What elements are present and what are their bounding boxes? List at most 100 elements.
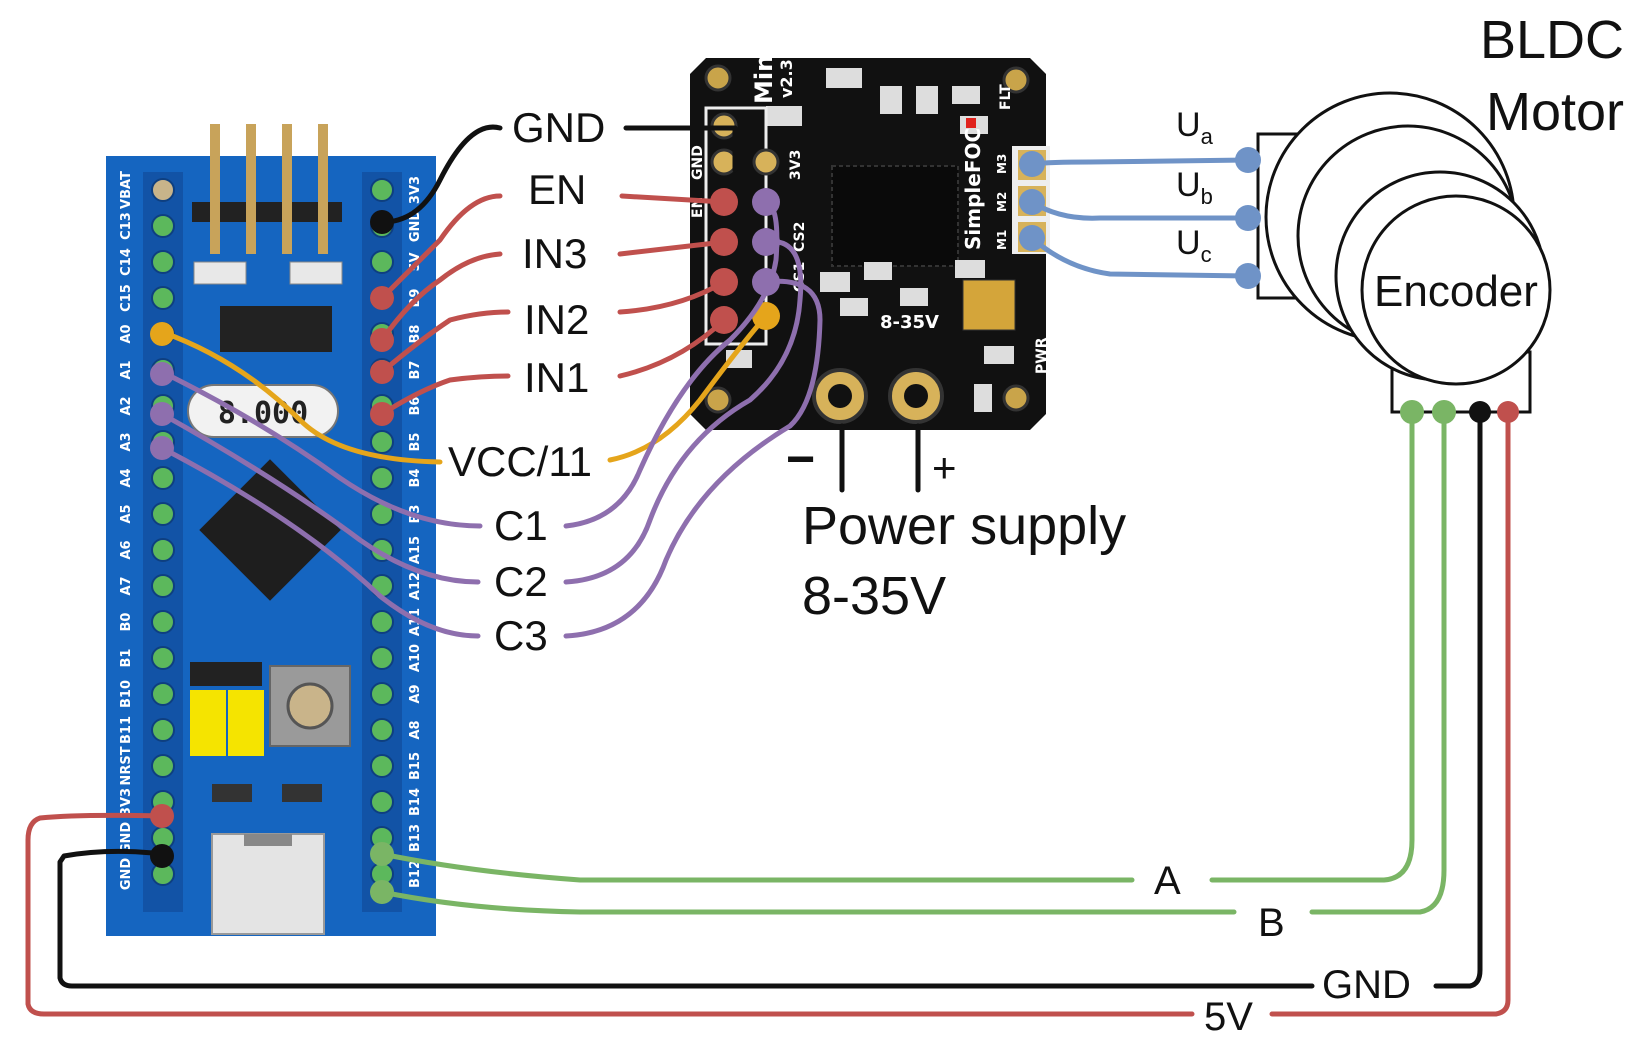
pin-label-a9: A9: [408, 684, 423, 703]
led: [193, 261, 247, 285]
pin-label-a4: A4: [119, 468, 134, 487]
pin-label-a12: A12: [408, 572, 423, 600]
label-gnd-bottom: GND: [1322, 963, 1411, 1007]
wires: [25, 124, 1519, 1017]
m1-silk: M1: [995, 230, 1009, 250]
pin-label-a5: A5: [119, 504, 134, 523]
pin-a5[interactable]: [151, 502, 175, 526]
gnd-silk: GND: [690, 145, 706, 180]
pin-label-c14: C14: [119, 248, 134, 276]
pin-b11[interactable]: [151, 718, 175, 742]
pin-label-b14: B14: [408, 788, 423, 816]
pin-a8[interactable]: [370, 718, 394, 742]
label-gnd-top: GND: [512, 104, 605, 151]
pin-label-b7: B7: [408, 361, 423, 380]
pin-label-c13: C13: [119, 212, 134, 240]
pin-label-b11: B11: [119, 716, 134, 744]
label-c3: C3: [494, 612, 548, 659]
motor-title-line2: Motor: [1486, 82, 1624, 142]
boot-jumper[interactable]: [190, 690, 226, 756]
pin-label-a6: A6: [119, 540, 134, 559]
pin-nrst[interactable]: [151, 754, 175, 778]
pin-label-b5: B5: [408, 433, 423, 452]
label-in2: IN2: [524, 296, 589, 343]
label-a: A: [1154, 859, 1181, 903]
label-en: EN: [528, 166, 586, 213]
led: [289, 261, 343, 285]
label-in3: IN3: [522, 230, 587, 277]
cs2-silk: CS2: [792, 222, 808, 252]
pin-c14[interactable]: [151, 250, 175, 274]
pin-a9[interactable]: [370, 682, 394, 706]
pin-label-3v3: 3V3: [119, 788, 134, 816]
capacitor: [962, 279, 1016, 331]
pin-5v[interactable]: [370, 250, 394, 274]
pin-label-a8: A8: [408, 720, 423, 739]
flt-silk: FLT: [998, 84, 1014, 110]
pin-b10[interactable]: [151, 682, 175, 706]
version-silk: v2.3: [777, 59, 796, 98]
wire-gnd-driver: [623, 125, 738, 173]
motor-title-line1: BLDC: [1480, 10, 1624, 70]
pin-b1[interactable]: [151, 646, 175, 670]
label-ua: Ua: [1176, 106, 1214, 149]
label-uc: Uc: [1176, 224, 1212, 267]
voltage-silk: 8-35V: [880, 312, 939, 333]
wire-vcc-mcu: [159, 329, 443, 465]
pin-label-a10: A10: [408, 644, 423, 672]
flt-led: [966, 118, 976, 128]
pin-a6[interactable]: [151, 538, 175, 562]
m2-silk: M2: [995, 192, 1009, 212]
boot-jumper[interactable]: [228, 690, 264, 756]
pin-label-b12: B12: [408, 860, 423, 888]
label-ub: Ub: [1176, 166, 1213, 209]
pin-label-a3: A3: [119, 432, 134, 451]
pin-label-b15: B15: [408, 752, 423, 780]
usb-connector[interactable]: [211, 833, 325, 935]
wire-labels: GND EN IN3 IN2 IN1 VCC/11 C1 C2 C3 − + P…: [448, 104, 1411, 1039]
pin-label-b10: B10: [119, 680, 134, 708]
pin-a4[interactable]: [151, 466, 175, 490]
pin-c13[interactable]: [151, 214, 175, 238]
pin-label-a7: A7: [119, 576, 134, 595]
pin-label-a0: A0: [119, 324, 134, 343]
encoder-disc: [1360, 194, 1552, 386]
driver-board: Mini v2.3 SimpleFOC FLT PWR 3V3 GND EN C…: [690, 47, 1050, 430]
pin-c15[interactable]: [151, 286, 175, 310]
pin-b5[interactable]: [370, 430, 394, 454]
label-c2: C2: [494, 558, 548, 605]
power-label-line1: Power supply: [802, 496, 1126, 556]
pin-b15[interactable]: [370, 754, 394, 778]
regulator-chip: [220, 306, 332, 352]
label-c1: C1: [494, 502, 548, 549]
label-5v: 5V: [1204, 995, 1253, 1039]
pin-label-3v3: 3V3: [408, 176, 423, 204]
pwr-silk: PWR: [1034, 337, 1050, 374]
pin-vbat[interactable]: [151, 178, 175, 202]
pin-b14[interactable]: [370, 790, 394, 814]
pin-3v3[interactable]: [370, 178, 394, 202]
encoder-label: Encoder: [1374, 267, 1538, 316]
wire-gnd-mcu: [383, 124, 503, 225]
pin-label-nrst: NRST: [119, 746, 134, 785]
label-minus: −: [786, 431, 815, 487]
pin-a11[interactable]: [370, 610, 394, 634]
pin-label-a15: A15: [408, 536, 423, 564]
m3-silk: M3: [995, 154, 1009, 174]
pin-b0[interactable]: [151, 610, 175, 634]
pin-label-a2: A2: [119, 396, 134, 415]
pin-a10[interactable]: [370, 646, 394, 670]
label-b: B: [1258, 901, 1285, 945]
pin-label-b0: B0: [119, 613, 134, 632]
pin-b4[interactable]: [370, 466, 394, 490]
pin-label-b1: B1: [119, 649, 134, 668]
pin-label-b13: B13: [408, 824, 423, 852]
pin-a7[interactable]: [151, 574, 175, 598]
3v3-silk: 3V3: [788, 150, 804, 180]
driver-chip: [831, 165, 959, 267]
name-silk: SimpleFOC: [961, 128, 985, 250]
pin-label-b6: B6: [408, 397, 423, 416]
pin-label-b4: B4: [408, 469, 423, 488]
pin-label-a1: A1: [119, 360, 134, 379]
